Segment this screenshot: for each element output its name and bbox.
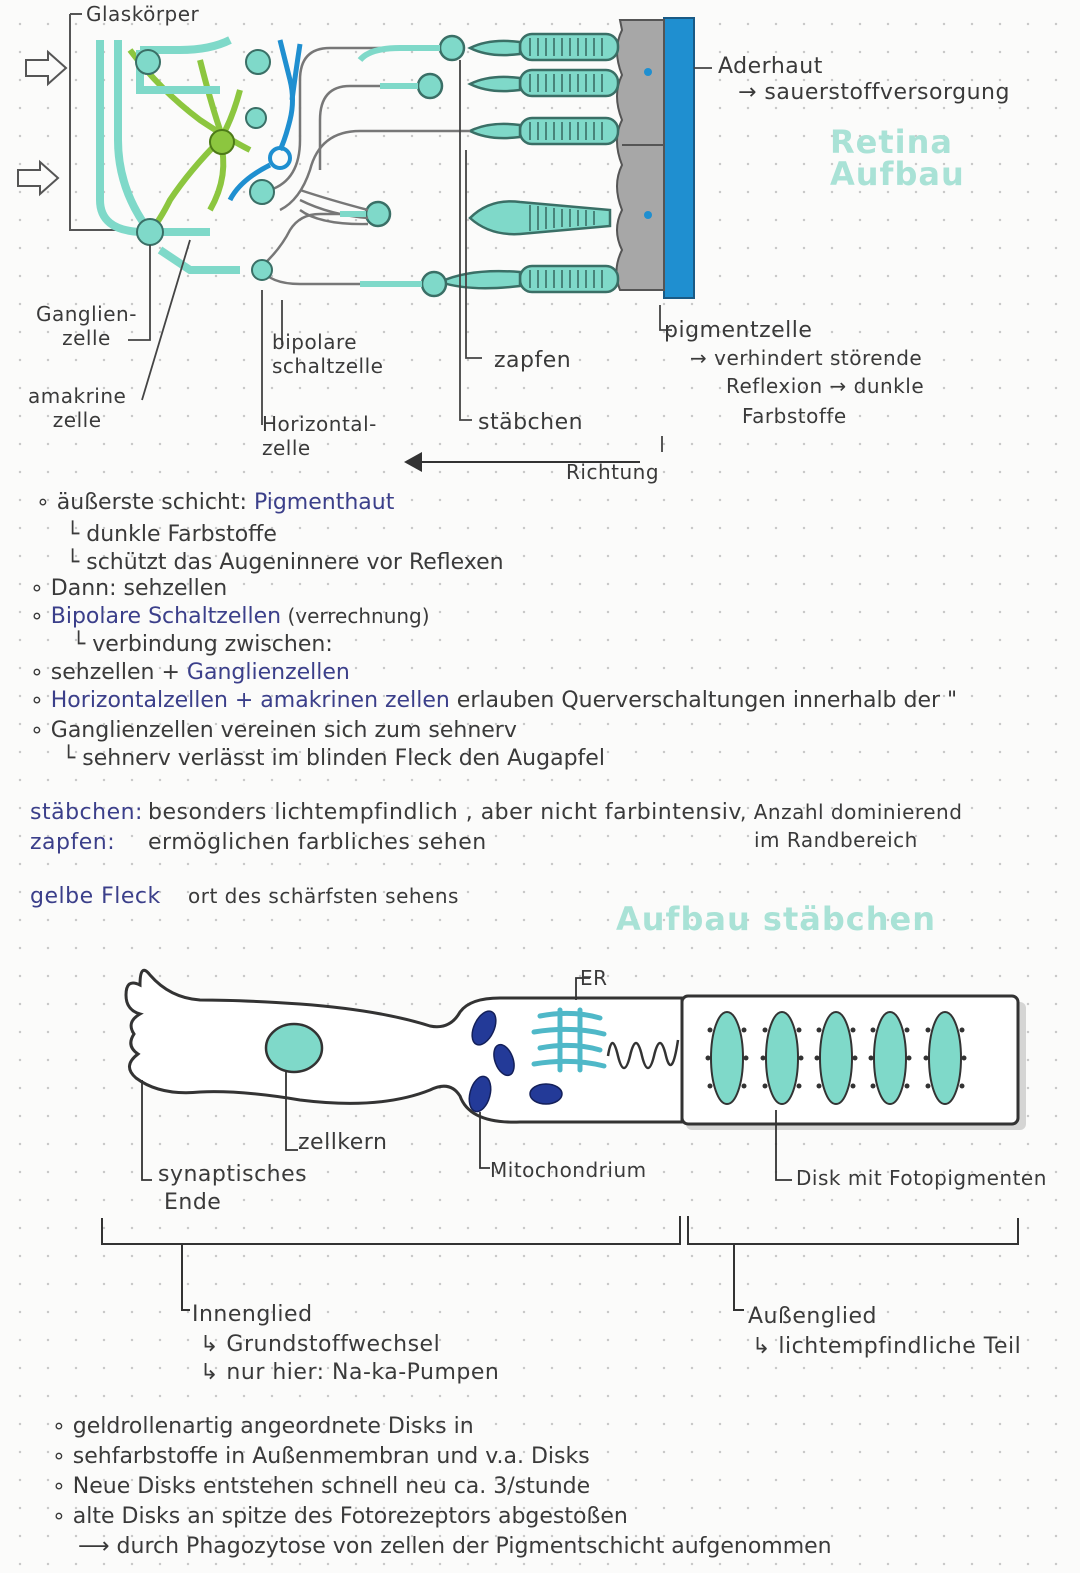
endoplasmic-reticulum [531,1007,607,1073]
retina-heading: Retina Aufbau [830,123,965,193]
label-innenglied: Innenglied [192,1302,313,1327]
note-2: └ schützt das Augeninnere vor Reflexen [66,550,504,575]
def-staebchen-extra2: im Randbereich [754,828,918,852]
aderhaut-layer [663,17,695,299]
label-zellkern: zellkern [298,1130,388,1155]
inner-segment-outline [124,968,684,1124]
label-synaptisches: synaptisches [158,1162,308,1187]
label-pigmentzelle-note2: Reflexion → dunkle [726,374,925,398]
label-ganglienzelle: Ganglien- zelle [36,302,137,350]
note-9: └ sehnerv verlässt im blinden Fleck den … [62,746,605,771]
mitochondria [468,1010,563,1113]
rod-heading: Aufbau stäbchen [616,900,936,938]
light-arrow-icon [17,49,68,197]
direction-arrow-icon [404,452,640,472]
retina-diagram [17,13,712,472]
label-innen-1: ↳ Grundstoffwechsel [200,1332,441,1357]
bottom-note-4: ⟶ durch Phagozytose von zellen der Pigme… [78,1534,832,1559]
label-pigmentzelle-note1: → verhindert störende [690,346,923,370]
note-1: └ dunkle Farbstoffe [66,522,277,547]
label-staebchen: stäbchen [478,410,584,435]
def-gelbe: ort des schärfsten sehens [188,884,459,908]
note-3: ∘ Dann: sehzellen [30,576,228,601]
label-richtung: Richtung [566,460,660,484]
bottom-note-2: ∘ Neue Disks entstehen schnell neu ca. 3… [52,1474,591,1499]
def-staebchen: besonders lichtempfindlich , aber nicht … [148,800,742,825]
label-aderhaut-note: → sauerstoffversorgung [738,80,1010,105]
label-mitochondrium: Mitochondrium [490,1158,647,1182]
bottom-note-3: ∘ alte Disks an spitze des Fotorezeptors… [52,1504,628,1529]
label-er: ER [580,966,608,990]
label-disk: Disk mit Fotopigmenten [796,1166,1047,1190]
label-aderhaut: Aderhaut [718,54,823,79]
def-staebchen-extra1: , Anzahl dominierend [740,800,963,824]
label-glaskoerper: Glaskörper [86,2,200,26]
label-amakrine: amakrine zelle [28,384,127,432]
note-0: ∘ äußerste schicht: Pigmenthaut [36,490,395,515]
def-staebchen-term: stäbchen: [30,800,143,825]
def-zapfen: ermöglichen farbliches sehen [148,830,487,855]
label-horizontal: Horizontal- zelle [262,412,377,460]
discs [710,1011,962,1105]
label-pigmentzelle: pigmentzelle [664,318,813,343]
bottom-note-0: ∘ geldrollenartig angeordnete Disks in [52,1414,474,1439]
label-aussen-1: ↳ lichtempfindliche Teil [752,1334,1022,1359]
label-bipolare: bipolare schaltzelle [272,330,384,378]
bottom-note-1: ∘ sehfarbstoffe in Außenmembran und v.a.… [52,1444,590,1469]
horizontal-cell [227,39,303,202]
nucleus [264,1022,324,1074]
note-4: ∘ Bipolare Schaltzellen (verrechnung) [30,604,430,629]
def-gelbe-term: gelbe Fleck [30,884,161,909]
def-zapfen-term: zapfen: [30,830,116,855]
label-zapfen: zapfen [494,348,572,373]
label-ende: Ende [164,1190,222,1215]
note-5: └ verbindung zwischen: [72,632,333,657]
label-pigmentzelle-note3: Farbstoffe [742,404,847,428]
label-aussenglied: Außenglied [748,1304,878,1329]
note-7: ∘ Horizontalzellen + amakrinen zellen er… [30,688,958,713]
note-6: ∘ sehzellen + Ganglienzellen [30,660,350,685]
label-innen-2: ↳ nur hier: Na-ka-Pumpen [200,1360,500,1385]
note-8: ∘ Ganglienzellen vereinen sich zum sehne… [30,718,517,743]
pigment-layer [615,19,665,291]
